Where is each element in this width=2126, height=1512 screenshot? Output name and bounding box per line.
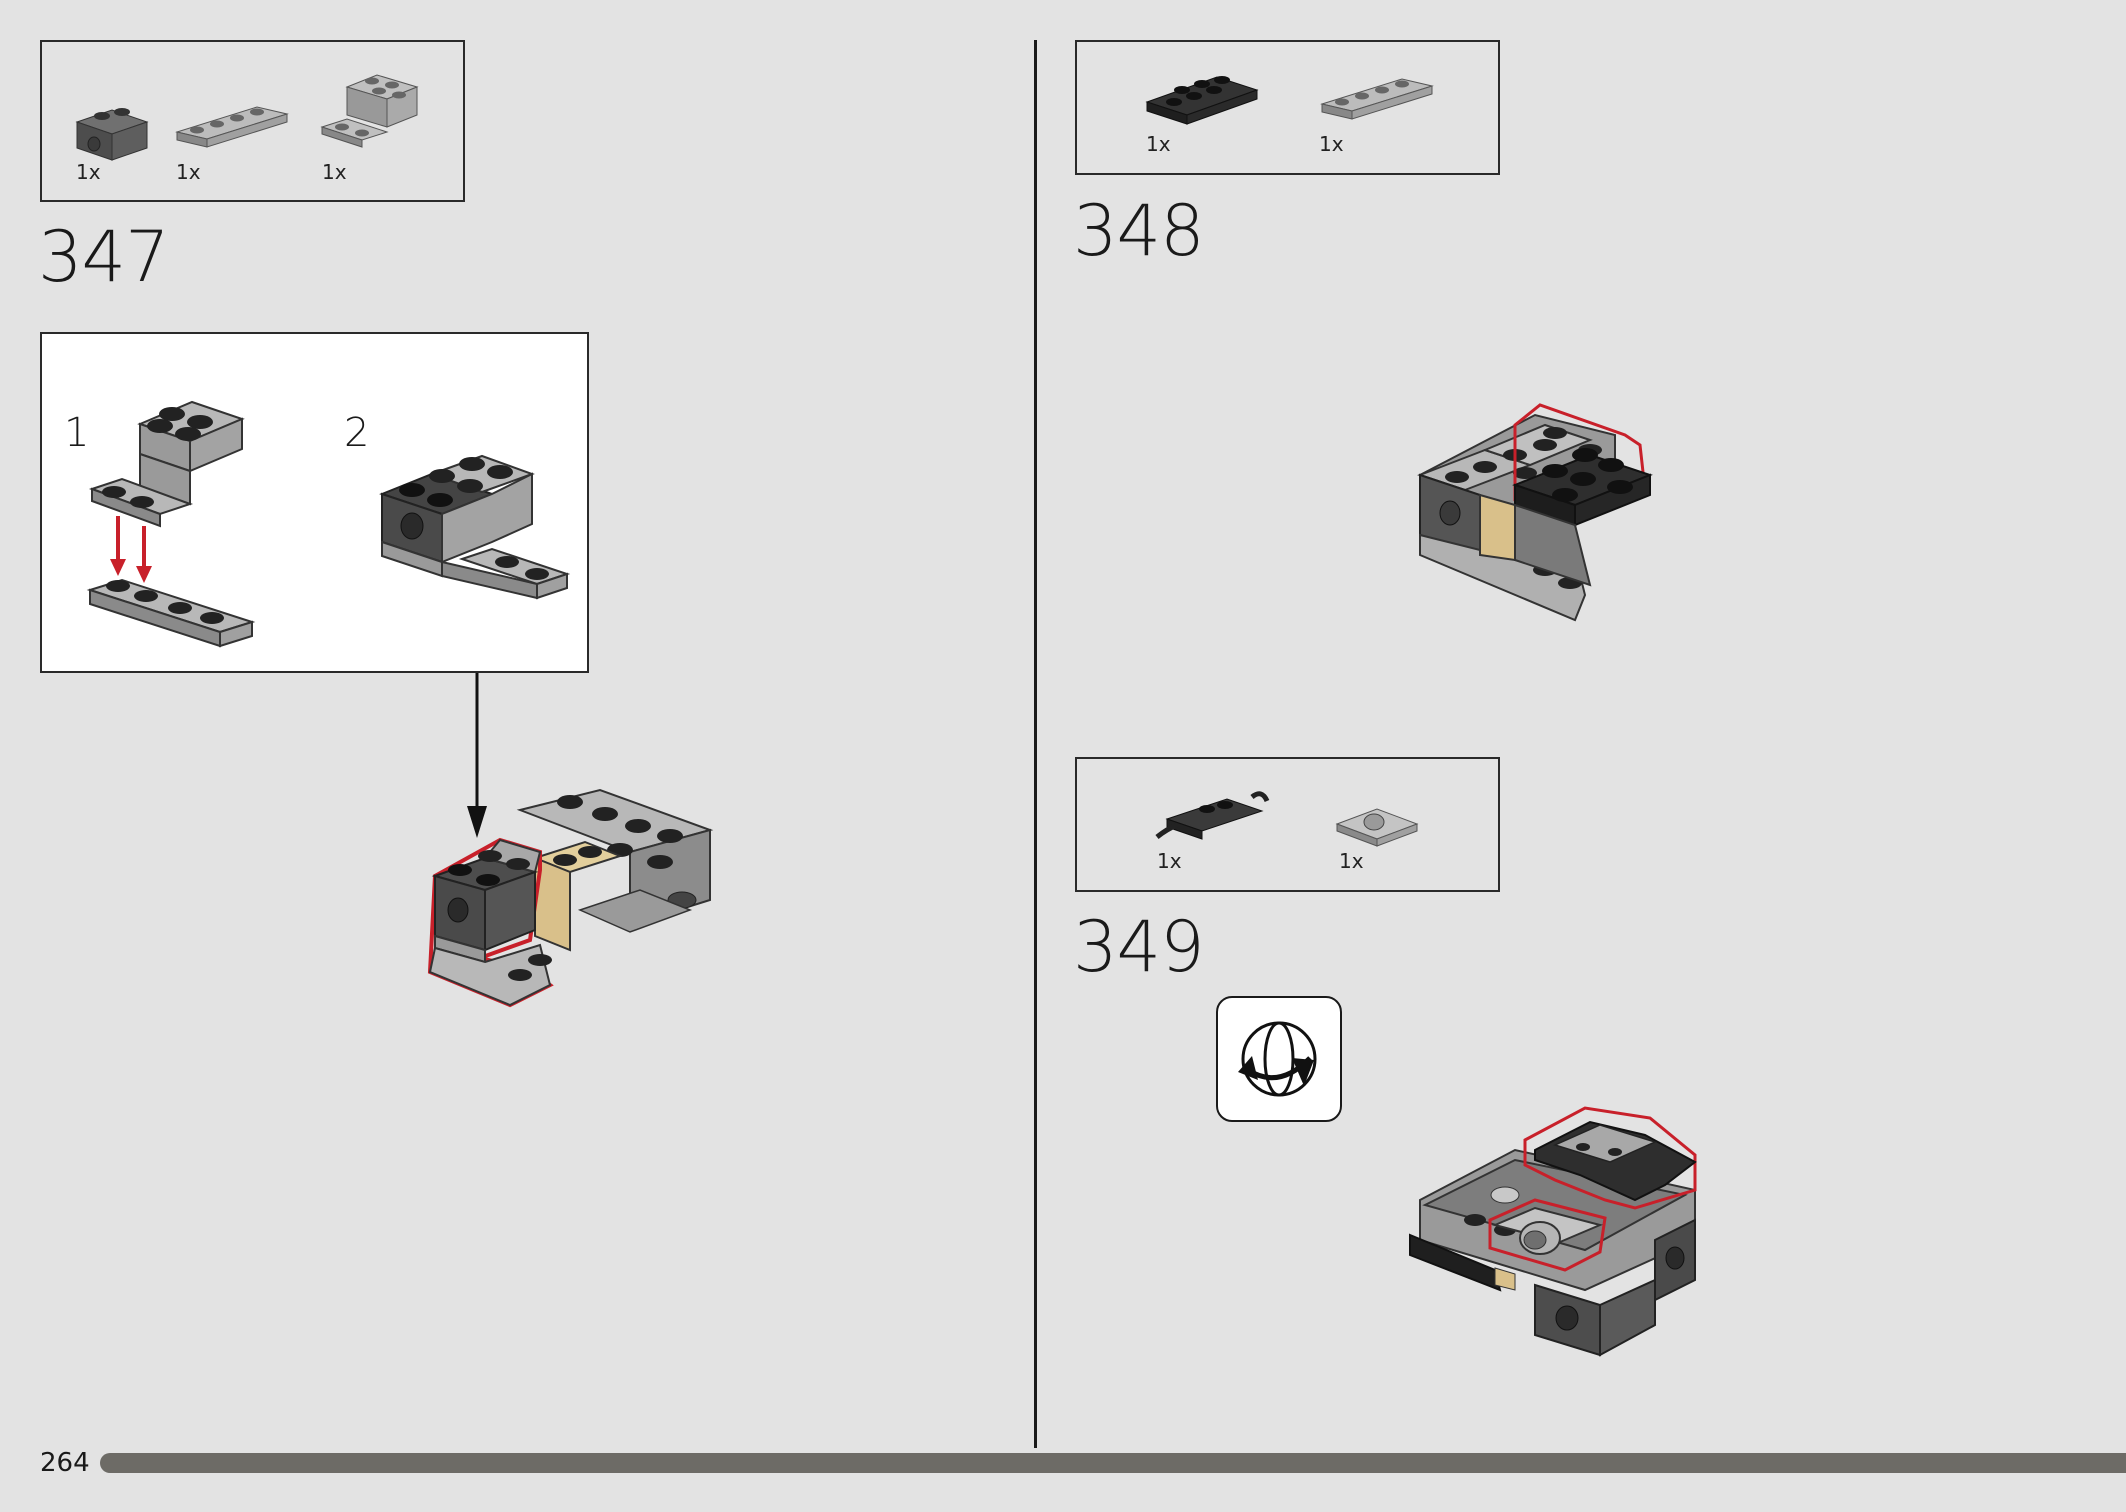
substep-number: 1 — [64, 410, 90, 456]
page-divider — [1034, 40, 1037, 1448]
callout-arrow — [467, 673, 487, 838]
part-qty: 1x — [1319, 132, 1344, 156]
model-step-349 — [1409, 1106, 1697, 1357]
clip-plate-black-icon — [1155, 791, 1270, 840]
step-number: 347 — [38, 216, 170, 298]
plate-1x4-light-icon — [175, 106, 289, 148]
model-step-347 — [427, 788, 714, 1008]
part-qty: 1x — [1146, 132, 1171, 156]
technic-brick-1x2-dark-icon — [75, 108, 149, 161]
part-qty: 1x — [322, 160, 347, 184]
parts-list-347: 1x 1x 1x — [40, 40, 465, 202]
part-qty: 1x — [1339, 849, 1364, 873]
rotate-model-icon — [1216, 996, 1342, 1122]
pin-hole-plate-light-icon — [1335, 808, 1419, 847]
substep-2-illustration — [379, 454, 571, 600]
substep-number: 2 — [344, 410, 370, 456]
part-qty: 1x — [176, 160, 201, 184]
substep-1-illustration — [86, 400, 256, 648]
bracket-1x2-2x2-light-icon — [320, 74, 419, 148]
plate-2x3-black-icon — [1145, 76, 1259, 125]
part-qty: 1x — [1157, 849, 1182, 873]
step-number: 349 — [1073, 906, 1205, 988]
parts-list-348: 1x 1x — [1075, 40, 1500, 175]
progress-bar — [100, 1453, 2126, 1473]
model-step-348 — [1417, 403, 1653, 622]
part-qty: 1x — [76, 160, 101, 184]
subassembly-callout: 1 2 — [40, 332, 589, 673]
parts-list-349: 1x 1x — [1075, 757, 1500, 892]
step-number: 348 — [1073, 190, 1205, 272]
plate-1x4-light-icon — [1320, 78, 1434, 120]
page-number: 264 — [40, 1448, 90, 1478]
